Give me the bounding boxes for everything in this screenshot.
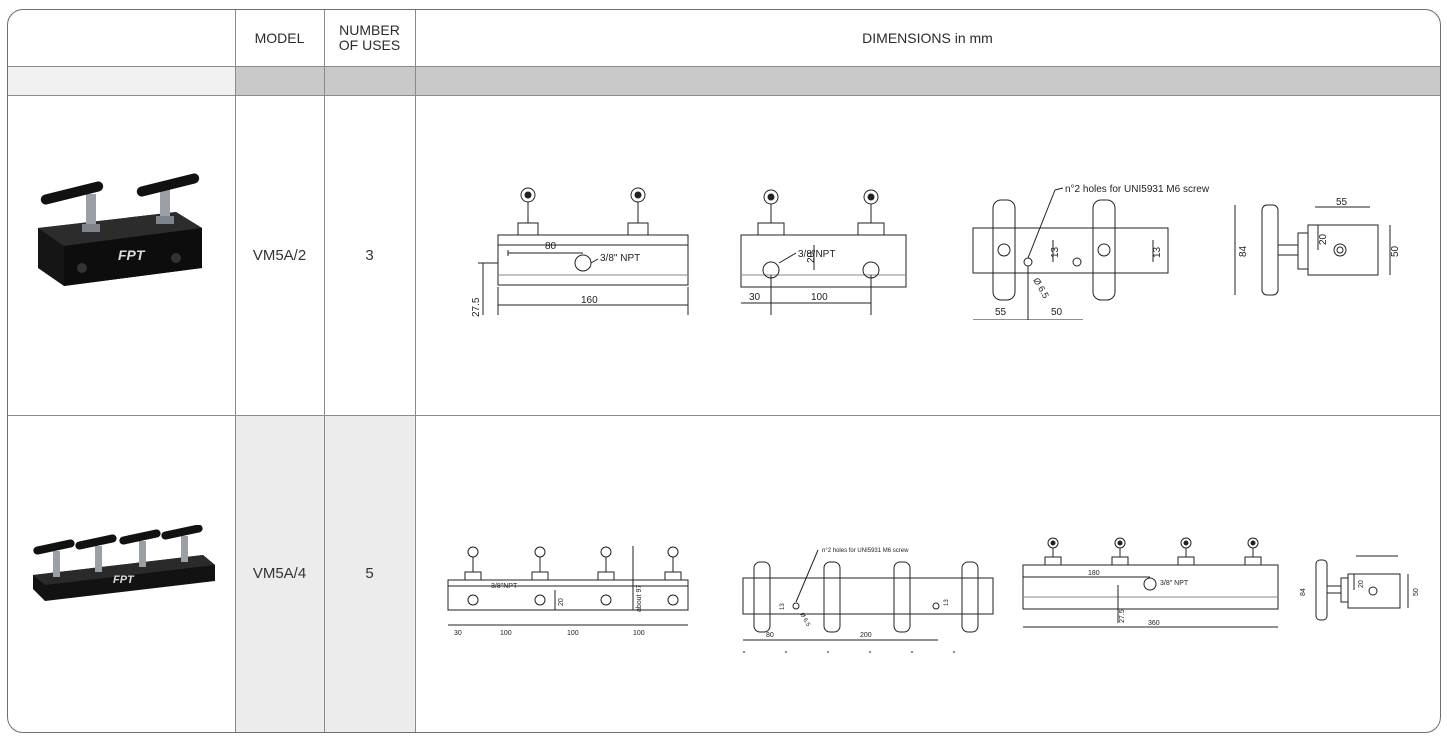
- row1-rear-dim-100: 100: [811, 292, 828, 303]
- row2-side-dim-20: 20: [1358, 580, 1365, 588]
- row2-side-dim-84: 84: [1300, 588, 1307, 596]
- row1-front-dim-27-5: 27.5: [471, 297, 482, 317]
- band-uses: [324, 66, 415, 95]
- row1-top-note: n°2 holes for UNI5931 M6 screw: [1065, 184, 1210, 195]
- row1-front-port-label: 3/8" NPT: [600, 253, 640, 264]
- row1-drawing-rear: 3/8"NPT 30 100 20: [740, 189, 907, 315]
- row2-top-dim-13a: 13: [780, 603, 786, 610]
- band-dimensions: [415, 66, 1440, 95]
- header-uses-line1: NUMBER: [339, 22, 400, 38]
- row1-front-dim-160: 160: [581, 295, 598, 306]
- row2-drawing-rear: 180 3/8" NPT 360 27.5: [1022, 537, 1279, 628]
- row1-side-dim-84: 84: [1238, 245, 1249, 257]
- grid-line: [415, 10, 416, 732]
- row1-top-dim-50: 50: [1051, 307, 1063, 318]
- row1-side-dim-50: 50: [1390, 245, 1400, 257]
- row1-rear-dim-20: 20: [806, 251, 817, 263]
- row2-front-dim-about97: about 97: [636, 585, 643, 612]
- row1-top-dim-13a: 13: [1050, 246, 1061, 258]
- row2-drawing-front: 3/8"NPT 30 100 100 100 20 about 97: [447, 546, 689, 637]
- row2-drawing-top: n°2 holes for UNI5931 M6 screw 80 200 13…: [742, 548, 994, 653]
- row1-drawing-top: n°2 holes for UNI5931 M6 screw 55 50 13 …: [972, 184, 1210, 320]
- row2-front-dim-30: 30: [454, 630, 462, 637]
- row2-rear-dim-360: 360: [1148, 620, 1160, 627]
- grid-line: [235, 10, 236, 732]
- row1-side-dim-55: 55: [1336, 197, 1348, 208]
- row2-rear-dim-27-5: 27.5: [1119, 609, 1126, 623]
- row2-front-dim-100c: 100: [633, 630, 645, 637]
- row2-model: VM5A/4: [235, 415, 324, 732]
- row2-front-dim-20: 20: [558, 598, 565, 606]
- row2-front-port-label: 3/8"NPT: [491, 583, 518, 590]
- row1-front-dim-80: 80: [545, 241, 557, 252]
- row2-front-dim-100b: 100: [567, 630, 579, 637]
- row1-uses: 3: [324, 95, 415, 415]
- vm5a-4-manifold-photo: FPT: [33, 525, 215, 601]
- row2-uses: 5: [324, 415, 415, 732]
- grid-line: [8, 415, 1440, 416]
- header-model-label: MODEL: [254, 29, 305, 46]
- row1-drawing-front: 80 3/8" NPT 160 27.5: [471, 187, 689, 317]
- row2-rear-dim-180: 180: [1088, 570, 1100, 577]
- band-empty: [8, 66, 235, 95]
- row1-rear-dim-30: 30: [749, 292, 761, 303]
- band-model: [235, 66, 324, 95]
- header-uses-line2: OF USES: [338, 37, 401, 53]
- row1-uses-label: 3: [365, 246, 374, 264]
- row2-drawing-side: 84 20 50: [1300, 555, 1420, 621]
- row2-top-dim-80: 80: [766, 632, 774, 639]
- row1-model-label: VM5A/2: [252, 246, 307, 264]
- row2-model-label: VM5A/4: [252, 565, 307, 582]
- row1-top-dim-55: 55: [995, 307, 1007, 318]
- header-dimensions-label: DIMENSIONS in mm: [862, 29, 993, 46]
- header-dimensions: DIMENSIONS in mm: [415, 10, 1440, 66]
- row2-top-dim-200: 200: [860, 632, 872, 639]
- product-table: MODEL NUMBER OF USES DIMENSIONS in mm FP…: [7, 9, 1441, 733]
- header-number-of-uses: NUMBER OF USES: [324, 10, 415, 66]
- row1-drawing-side: 55 20 84 50: [1234, 197, 1400, 296]
- row1-model: VM5A/2: [235, 95, 324, 415]
- row2-model-cell-bg: [235, 415, 415, 732]
- svg-text:FPT: FPT: [113, 574, 135, 586]
- grid-line: [8, 66, 1440, 67]
- row1-side-dim-20: 20: [1318, 233, 1329, 245]
- grid-line: [324, 10, 325, 732]
- row1-rear-port-label: 3/8"NPT: [798, 249, 835, 260]
- row1-top-dim-dia: Ø 6.5: [1031, 276, 1051, 300]
- svg-text:FPT: FPT: [118, 247, 146, 263]
- row2-side-dim-50: 50: [1413, 588, 1420, 596]
- row2-uses-label: 5: [365, 565, 374, 582]
- row2-front-dim-100a: 100: [500, 630, 512, 637]
- row2-top-note: n°2 holes for UNI5931 M6 screw: [822, 548, 909, 554]
- row2-rear-port-label: 3/8" NPT: [1160, 580, 1189, 587]
- vm5a-2-manifold-photo: FPT: [38, 173, 202, 286]
- row2-top-dim-13b: 13: [944, 599, 950, 606]
- header-model: MODEL: [235, 10, 324, 66]
- row1-top-dim-13b: 13: [1152, 246, 1163, 258]
- grid-line: [8, 95, 1440, 96]
